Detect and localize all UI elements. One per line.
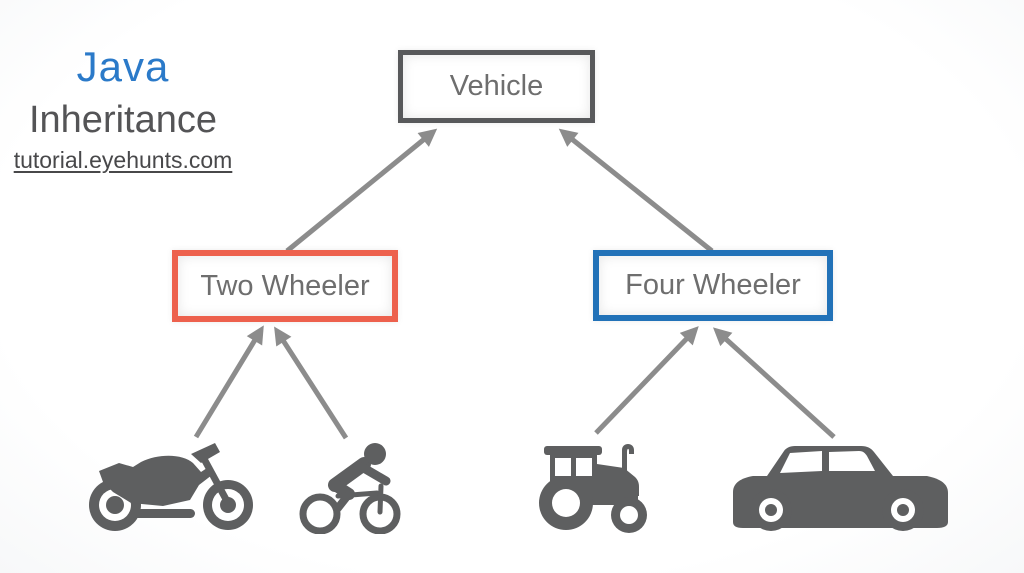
page-title: Java (76, 43, 170, 90)
node-four-wheeler: Four Wheeler (593, 250, 833, 321)
site-url: tutorial.eyehunts.com (13, 147, 233, 173)
node-vehicle: Vehicle (398, 50, 595, 123)
edge-car-to-four-wheeler (712, 327, 836, 439)
edge-tractor-to-four-wheeler (594, 326, 699, 435)
car-icon (733, 446, 948, 531)
tractor-icon (539, 444, 647, 533)
node-four-wheeler-label: Four Wheeler (625, 269, 801, 301)
node-two-wheeler: Two Wheeler (172, 250, 398, 322)
motorcycle-icon (89, 443, 253, 531)
bicycle-icon (299, 443, 401, 534)
page-subtitle: Inheritance (28, 99, 217, 141)
edge-two-wheeler-to-vehicle (285, 128, 438, 253)
edge-motorcycle-to-two-wheeler (193, 325, 264, 439)
node-vehicle-label: Vehicle (449, 70, 544, 102)
edge-bicycle-to-two-wheeler (274, 326, 349, 440)
edge-four-wheeler-to-vehicle (558, 128, 714, 253)
node-two-wheeler-label: Two Wheeler (200, 269, 370, 302)
header: Java Inheritance tutorial.eyehunts.com (8, 43, 238, 173)
